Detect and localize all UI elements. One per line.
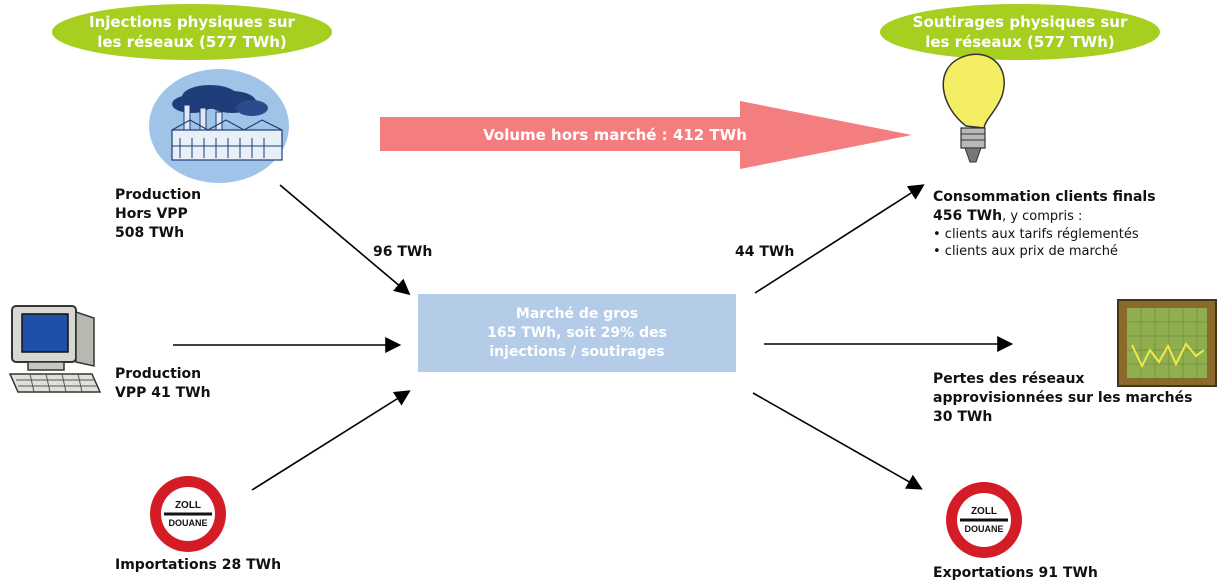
arrow-imports: [251, 390, 411, 491]
injections-header-text: Injections physiques sur les réseaux (57…: [89, 13, 295, 51]
arrow-consommation: [754, 184, 925, 294]
arrow-exports: [752, 392, 923, 490]
consommation-value: 456 TWh: [933, 208, 1003, 224]
consommation-title: Consommation clients finals: [933, 189, 1156, 205]
douane-sign-bottom-right: DOUANE: [964, 524, 1003, 534]
marche-de-gros-text: Marché de gros 165 TWh, soit 29% des inj…: [487, 305, 667, 360]
hors-marche-arrow: [380, 101, 912, 169]
pertes-label: Pertes des réseaux approvisionnées sur l…: [933, 371, 1193, 425]
consommation-bullet-2: • clients aux prix de marché: [933, 244, 1118, 259]
light-bulb-icon: [942, 53, 1005, 163]
production-hors-vpp-label: Production Hors VPP 508 TWh: [115, 187, 202, 241]
consommation-block: Consommation clients finals 456 TWh, y c…: [933, 188, 1218, 260]
factory-icon: [149, 69, 289, 183]
consommation-bullet-1: • clients aux tarifs réglementés: [933, 227, 1139, 242]
exportations-label: Exportations 91 TWh: [933, 565, 1098, 581]
consommation-suffix: , y compris :: [1002, 209, 1083, 224]
douane-sign-bottom-left: DOUANE: [168, 518, 207, 528]
importations-label: Importations 28 TWh: [115, 557, 282, 573]
chart-board-icon: [1117, 299, 1217, 387]
injections-header: Injections physiques sur les réseaux (57…: [52, 4, 332, 60]
hors-marche-label: Volume hors marché : 412 TWh: [483, 126, 747, 144]
marche-de-gros-box: Marché de gros 165 TWh, soit 29% des inj…: [418, 294, 736, 372]
douane-sign-top-right: ZOLL: [971, 506, 997, 517]
computer-icon: [8, 305, 102, 393]
douane-sign-icon-right: [946, 482, 1022, 558]
flow-44-label: 44 TWh: [735, 244, 795, 260]
flow-96-label: 96 TWh: [373, 244, 433, 260]
douane-sign-icon-left: [150, 476, 226, 552]
soutirages-header-text: Soutirages physiques sur les réseaux (57…: [912, 13, 1128, 51]
arrow-prod-hors-vpp: [279, 184, 411, 296]
consommation-value-line: 456 TWh, y compris :: [933, 207, 1218, 226]
douane-sign-top-left: ZOLL: [175, 500, 201, 511]
production-vpp-label: Production VPP 41 TWh: [115, 366, 211, 401]
soutirages-header: Soutirages physiques sur les réseaux (57…: [880, 4, 1160, 60]
